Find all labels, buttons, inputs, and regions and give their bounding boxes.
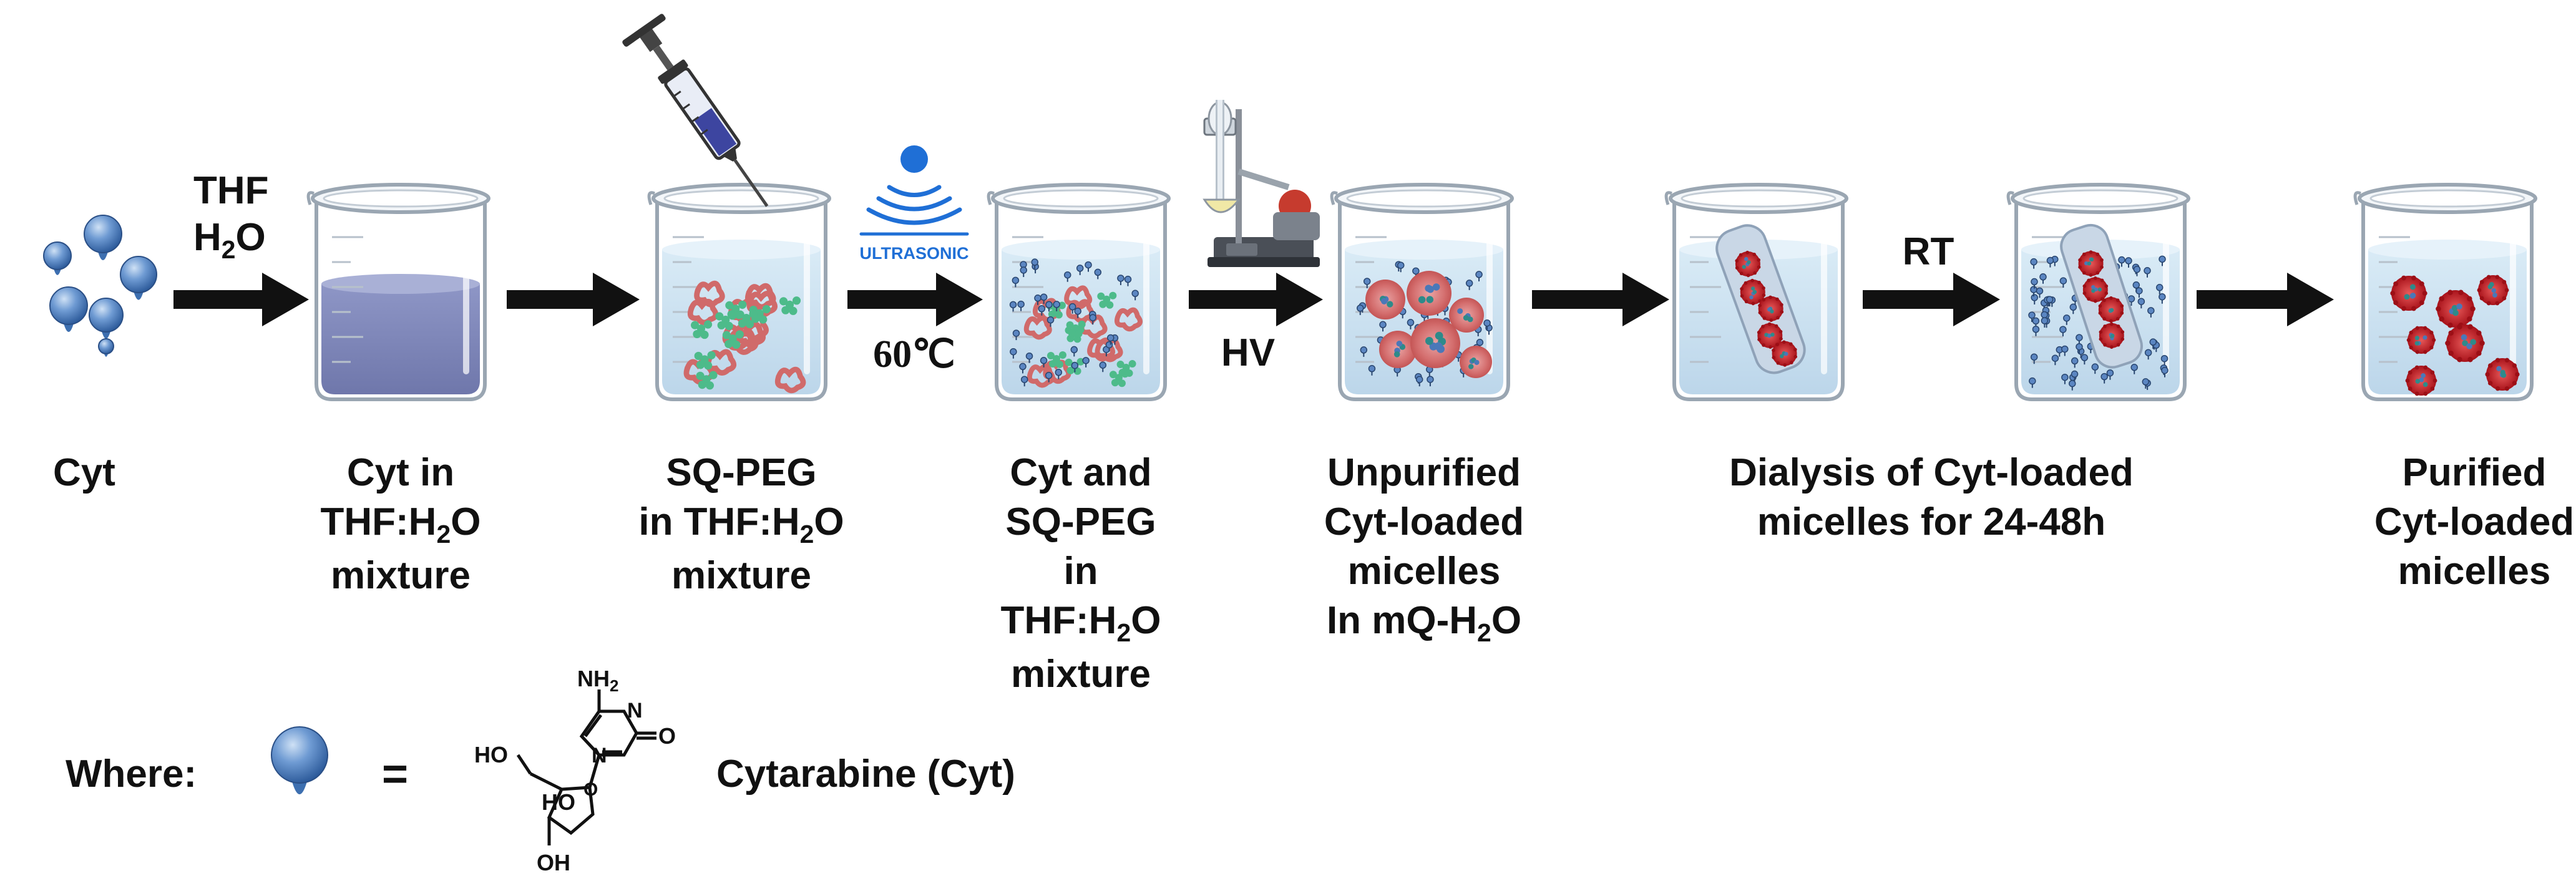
- beaker-5: [1664, 183, 1848, 401]
- sq-peg-polymer: [705, 349, 737, 376]
- sq-peg-polymer: [1064, 285, 1093, 310]
- beaker-6: [2006, 183, 2190, 401]
- beaker-3: [987, 183, 1171, 401]
- sq-peg-polymer: [1023, 315, 1052, 340]
- arrow-2: [507, 273, 640, 326]
- legend-equals: =: [382, 749, 409, 799]
- beakers: [306, 183, 2537, 401]
- micelle: [2099, 322, 2125, 349]
- drug-aggregate: [1046, 351, 1066, 368]
- drug-aggregate: [722, 330, 744, 349]
- arrow-3: [847, 273, 983, 326]
- micelle: [2406, 326, 2436, 354]
- drug-aggregate: [1116, 360, 1136, 377]
- cytarabine-structure: [516, 689, 656, 845]
- condition-temperature: 60℃: [873, 333, 955, 376]
- micelle: [1410, 318, 1460, 368]
- condition-h2o: H2O: [193, 216, 266, 265]
- drug-aggregate: [779, 296, 801, 315]
- micelle: [2485, 358, 2520, 391]
- condition-thf: THF: [193, 169, 269, 212]
- drug-drop: [43, 241, 72, 275]
- micelle: [1735, 250, 1761, 278]
- arrow-4: [1189, 273, 1323, 326]
- micelle: [2405, 365, 2437, 396]
- cytarabine-drops-icon: [43, 215, 157, 357]
- micelle: [1758, 295, 1784, 322]
- legend-name: Cytarabine (Cyt): [716, 752, 1015, 796]
- micelle: [1449, 298, 1484, 333]
- micelle: [2445, 324, 2485, 363]
- sq-peg-polymer: [1114, 307, 1143, 332]
- drug-aggregate: [1097, 291, 1117, 309]
- drug-drop: [120, 256, 157, 300]
- micelle: [1407, 271, 1451, 316]
- syringe-icon: [622, 14, 769, 207]
- drug-aggregate: [715, 311, 737, 331]
- sq-peg-polymer: [1087, 338, 1116, 362]
- dialysis-bag: [1715, 224, 1806, 374]
- drug-aggregate: [691, 320, 713, 339]
- micelle: [2098, 296, 2124, 323]
- drug-aggregate: [1066, 320, 1086, 338]
- dialysis-bag: [2060, 223, 2143, 369]
- svg-text:O: O: [583, 779, 598, 800]
- step-label-1: Cyt: [53, 451, 115, 494]
- drug-drop: [89, 298, 124, 339]
- drug-aggregate: [736, 309, 758, 329]
- arrow-6: [1863, 273, 2000, 326]
- svg-text:HO: HO: [542, 789, 575, 815]
- micelle: [2436, 290, 2476, 328]
- arrow-7: [2197, 273, 2334, 326]
- condition-hv: HV: [1221, 331, 1276, 374]
- beaker-4: [1330, 183, 1514, 401]
- condition-rt: RT: [1902, 230, 1954, 273]
- micelle: [2082, 276, 2109, 303]
- drug-drop: [271, 726, 328, 794]
- beaker-1: [306, 183, 490, 401]
- cytarabine-structure-labels: NH2 N O N HO HO O OH: [474, 666, 676, 875]
- drug-drop: [84, 215, 122, 260]
- micelle: [1365, 280, 1405, 319]
- beaker-7: [2353, 183, 2537, 401]
- arrows: [173, 273, 2334, 326]
- rotary-evaporator-icon: [1203, 100, 1320, 267]
- drug-aggregate: [694, 351, 716, 370]
- svg-text:HO: HO: [474, 742, 508, 767]
- cytarabine-drop-icon: [271, 726, 328, 794]
- drug-aggregate: [696, 371, 718, 390]
- svg-text:N: N: [627, 699, 643, 723]
- svg-text:OH: OH: [537, 850, 570, 875]
- micelle: [1379, 331, 1417, 368]
- sq-peg-polymer: [774, 366, 806, 394]
- ultrasonic-icon: [859, 145, 969, 236]
- micelle: [2078, 250, 2104, 277]
- drug-drop: [49, 286, 88, 332]
- arrow-1: [173, 273, 309, 326]
- svg-text:N: N: [592, 744, 607, 767]
- drug-drop: [98, 338, 114, 357]
- beaker-2: [647, 183, 831, 401]
- micelle: [1460, 346, 1492, 378]
- sq-peg-polymer: [694, 280, 725, 308]
- micelle: [1740, 278, 1766, 306]
- micelle: [2477, 275, 2509, 306]
- arrow-5: [1532, 273, 1669, 326]
- ultrasonic-label: ULTRASONIC: [860, 244, 969, 263]
- svg-text:O: O: [658, 723, 676, 749]
- svg-text:NH2: NH2: [577, 666, 618, 695]
- micelle: [2390, 275, 2427, 311]
- micelle: [1772, 340, 1798, 367]
- legend-where: Where:: [66, 752, 197, 796]
